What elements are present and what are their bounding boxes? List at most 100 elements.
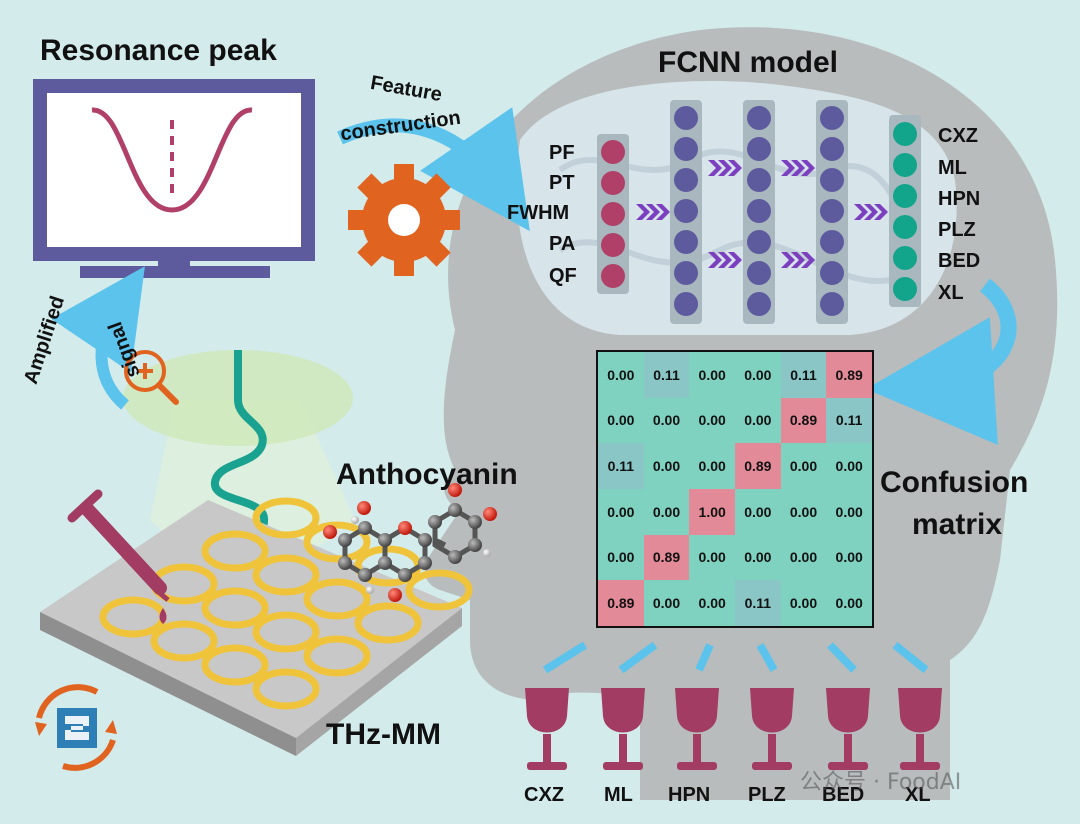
class-arrow <box>756 643 778 672</box>
matrix-cell: 0.11 <box>735 580 781 626</box>
matrix-cell: 0.00 <box>735 352 781 398</box>
matrix-cell: 0.00 <box>780 580 827 626</box>
resonator-ring <box>201 587 269 629</box>
matrix-cell: 0.00 <box>598 397 644 444</box>
hidden-node <box>674 261 698 285</box>
resonator-ring <box>252 611 320 653</box>
matrix-cell: 0.00 <box>689 580 735 626</box>
output-node <box>893 215 917 239</box>
resonator-ring <box>201 530 269 572</box>
wine-label: PLZ <box>748 784 786 806</box>
logo-icon <box>35 684 117 771</box>
matrix-cell: 1.00 <box>689 489 735 535</box>
wine-label: ML <box>604 784 633 806</box>
hidden-node <box>747 292 771 316</box>
output-class-label: HPN <box>938 188 981 210</box>
wine-glass <box>675 688 719 733</box>
matrix-cell: 0.89 <box>735 443 781 489</box>
hidden-node <box>674 168 698 192</box>
matrix-cell: 0.00 <box>643 443 690 489</box>
matrix-cell: 0.00 <box>689 534 735 581</box>
matrix-cell: 0.00 <box>598 534 644 581</box>
matrix-cell: 0.89 <box>598 580 644 626</box>
output-class-label: BED <box>938 250 981 272</box>
thz-mm-label: THz-MM <box>326 718 441 751</box>
hidden-node <box>820 106 844 130</box>
hidden-node <box>747 137 771 161</box>
matrix-cell: 0.00 <box>826 534 872 581</box>
input-node <box>601 202 625 226</box>
input-feature-label: QF <box>549 265 577 287</box>
wine-glass <box>750 688 794 733</box>
hidden-node <box>820 292 844 316</box>
matrix-cell: 0.00 <box>689 397 735 444</box>
hidden-node <box>820 137 844 161</box>
magnifier-icon <box>124 350 179 405</box>
hidden-node <box>747 106 771 130</box>
hidden-node <box>747 168 771 192</box>
hidden-node <box>747 261 771 285</box>
resonator-ring <box>252 554 320 596</box>
input-feature-label: PF <box>549 142 575 164</box>
matrix-cell: 0.11 <box>826 397 872 444</box>
class-arrow <box>892 641 929 674</box>
hidden-node <box>747 199 771 223</box>
input-node <box>601 264 625 288</box>
output-class-label: CXZ <box>938 125 978 147</box>
output-class-label: ML <box>938 157 967 179</box>
matrix-cell: 0.00 <box>643 489 690 535</box>
wine-glass <box>826 688 870 733</box>
resonator-ring <box>405 569 473 611</box>
input-node <box>601 233 625 257</box>
matrix-cell: 0.11 <box>780 352 827 398</box>
resonator-ring <box>354 602 422 644</box>
fcnn-model-title: FCNN model <box>658 46 838 79</box>
resonator-ring <box>252 668 320 710</box>
output-arrow <box>866 278 1017 445</box>
class-arrow <box>542 641 588 674</box>
resonance-peak-title: Resonance peak <box>40 34 277 67</box>
class-arrow <box>827 642 857 673</box>
resonator-ring <box>303 521 371 563</box>
wine-label: HPN <box>668 784 711 806</box>
matrix-cell: 0.00 <box>689 352 735 398</box>
gear-icon <box>348 164 460 276</box>
output-class-label: PLZ <box>938 219 976 241</box>
wine-glasses <box>525 688 942 770</box>
matrix-cell: 0.00 <box>735 397 781 444</box>
anthocyanin-label: Anthocyanin <box>336 458 518 491</box>
network-nodes <box>601 106 917 316</box>
matrix-cell: 0.00 <box>598 352 644 398</box>
hidden-node <box>820 168 844 192</box>
output-node <box>893 153 917 177</box>
class-arrow <box>618 641 658 674</box>
hidden-node <box>820 261 844 285</box>
class-arrows <box>542 641 929 674</box>
hidden-node <box>747 230 771 254</box>
resonator-ring <box>303 578 371 620</box>
matrix-cell: 0.89 <box>826 352 872 398</box>
matrix-cell: 0.11 <box>598 443 644 489</box>
input-feature-label: FWHM <box>507 202 570 224</box>
matrix-cell: 0.11 <box>643 352 690 398</box>
hidden-node <box>674 106 698 130</box>
hidden-node <box>820 199 844 223</box>
monitor-icon <box>33 79 315 278</box>
matrix-cell: 0.00 <box>643 580 690 626</box>
hidden-node <box>674 230 698 254</box>
matrix-cell: 0.00 <box>780 443 827 489</box>
wine-label: BED <box>822 784 865 806</box>
wine-glass <box>525 688 569 733</box>
input-node <box>601 171 625 195</box>
hidden-node <box>820 230 844 254</box>
matrix-cell: 0.89 <box>780 397 827 444</box>
layer-connectors <box>636 160 888 268</box>
output-node <box>893 122 917 146</box>
output-node <box>893 246 917 270</box>
anthocyanin-molecule <box>323 483 497 602</box>
output-node <box>893 277 917 301</box>
wine-label: XL <box>905 784 931 806</box>
pipette-icon <box>67 489 170 624</box>
